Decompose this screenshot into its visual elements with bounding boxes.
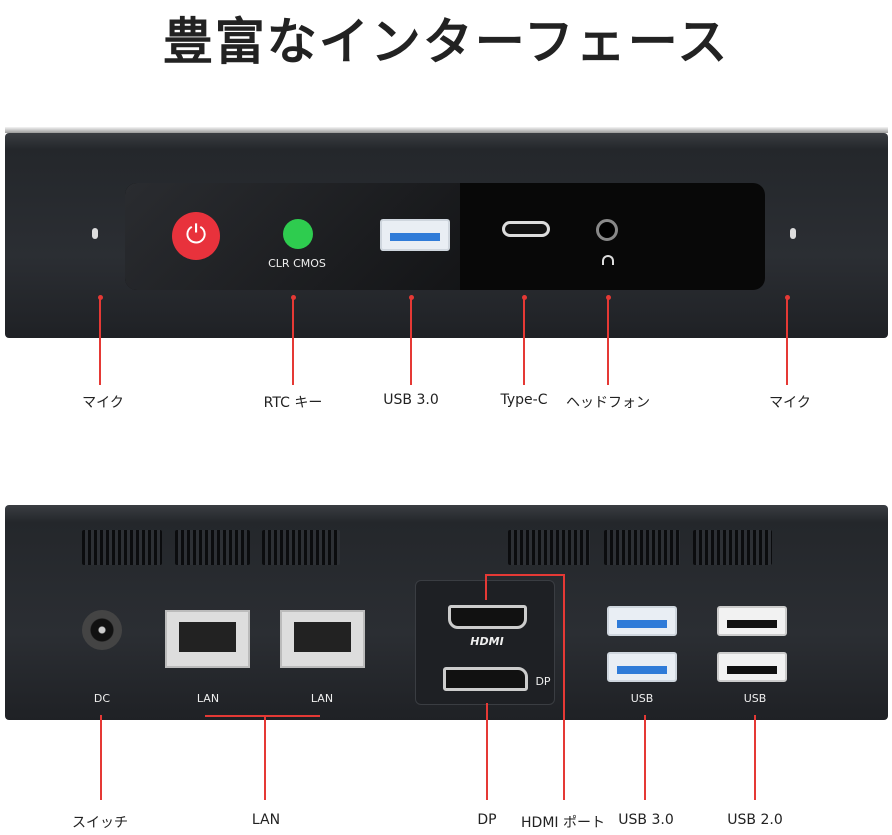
callout-dot: [785, 295, 790, 300]
callout-line: [292, 298, 294, 385]
callout-line: [486, 703, 488, 800]
vent: [693, 530, 772, 565]
dp-text: DP: [535, 675, 551, 688]
page-title: 豊富なインターフェース: [162, 13, 730, 71]
callout-dot: [98, 295, 103, 300]
lan-text: LAN: [310, 692, 334, 705]
hdmi-logo: HDMI: [470, 635, 504, 648]
callout-line: [754, 715, 756, 800]
vent: [82, 530, 162, 565]
usb2-port: [717, 606, 787, 636]
usb3-port-front: [380, 219, 450, 251]
callout-line: [264, 715, 266, 800]
vent: [604, 530, 680, 565]
dp-port: [443, 667, 528, 691]
callout-dot: [409, 295, 414, 300]
rtc-clear-button[interactable]: [283, 219, 313, 249]
callout-line: [607, 298, 609, 385]
label-usb3-front: USB 3.0: [383, 392, 439, 408]
label-mic-right: マイク: [769, 395, 811, 411]
headphone-icon: [602, 255, 614, 265]
label-lan: LAN: [251, 812, 281, 828]
power-button[interactable]: ⏻: [172, 212, 220, 260]
callout-line: [485, 574, 487, 600]
callout-line: [644, 715, 646, 800]
label-usb3: USB 3.0: [618, 812, 674, 828]
callout-dot: [606, 295, 611, 300]
headphone-jack: [596, 219, 618, 241]
usb-text: USB: [630, 692, 654, 705]
clr-cmos-text: CLR CMOS: [268, 257, 326, 270]
label-hdmi: HDMI ポート: [521, 815, 605, 831]
back-panel-view: DC LAN LAN HDMI DP USB USB: [5, 505, 888, 720]
callout-dot: [291, 295, 296, 300]
hdmi-port: [448, 605, 527, 629]
front-panel-view: ⏻ CLR CMOS: [5, 127, 888, 338]
lan-port: [280, 610, 365, 668]
label-mic-left: マイク: [82, 395, 124, 411]
vent: [262, 530, 340, 565]
dc-jack: [82, 610, 122, 650]
callout-line: [523, 298, 525, 385]
dc-text: DC: [93, 692, 111, 705]
label-rtc-key: RTC キー: [263, 395, 323, 411]
mic-icon: [790, 228, 796, 239]
mic-icon: [92, 228, 98, 239]
label-usb2: USB 2.0: [727, 812, 783, 828]
usb3-port: [607, 652, 677, 682]
label-headphone: ヘッドフォン: [566, 395, 650, 411]
usb3-port: [607, 606, 677, 636]
lan-port: [165, 610, 250, 668]
label-dp: DP: [477, 812, 497, 828]
callout-line: [485, 574, 564, 576]
callout-dot: [522, 295, 527, 300]
vent: [508, 530, 590, 565]
lan-text: LAN: [196, 692, 220, 705]
label-switch: スイッチ: [72, 815, 128, 831]
callout-line: [563, 574, 565, 800]
vent: [175, 530, 250, 565]
type-c-port: [502, 221, 550, 237]
usb2-port: [717, 652, 787, 682]
label-type-c: Type-C: [500, 392, 548, 408]
usb-text: USB: [743, 692, 767, 705]
callout-line: [205, 715, 320, 717]
callout-line: [99, 298, 101, 385]
callout-line: [100, 715, 102, 800]
callout-line: [410, 298, 412, 385]
callout-line: [786, 298, 788, 385]
